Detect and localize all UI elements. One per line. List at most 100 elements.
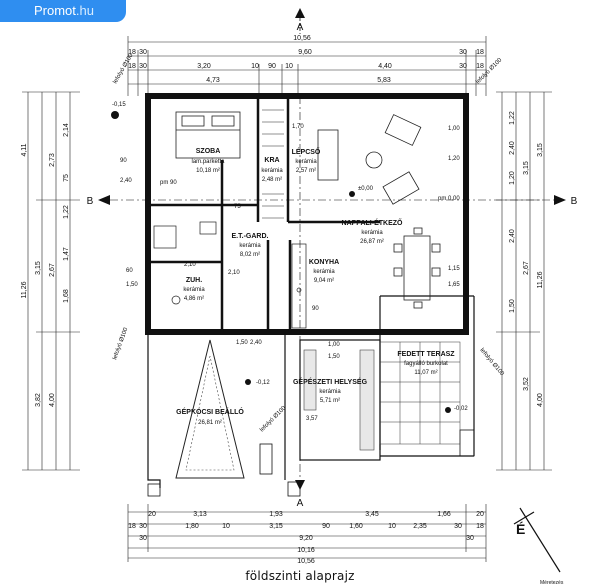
room-etgard: E.T.-GARD. kerámia 8,02 m² [232,233,269,258]
staircase [262,109,284,219]
dim-inner: 1,50 [126,282,138,288]
dim-right: 11,26 [537,271,544,288]
dim-right: 1,50 [509,299,516,313]
room-name: KRA [264,157,279,164]
dim-left: 1,68 [63,289,70,303]
room-name: KONYHA [309,259,339,266]
section-b-right-marker [554,195,566,205]
dim-top-1e: 18 [476,49,484,56]
dim-left: 75 [63,174,70,182]
terrace-paving [379,341,461,445]
dim-inner: 60 [126,268,133,274]
room-area: 26,81 m² [198,420,222,426]
dim-bottom: 10,56 [297,558,315,565]
dim-bottom: 30 [466,535,474,542]
dim-right: 1,20 [509,171,516,185]
room-fedett: FEDETT TERASZ fagyálló burkolat 11,07 m² [397,351,455,376]
dim-bottom: 90 [322,523,330,530]
dim-top-3a: 4,73 [206,77,220,84]
dim-top-1a: 18 [128,49,136,56]
dim-inner: 1,20 [448,156,460,162]
dim-bottom: 2,35 [413,523,427,530]
room-lepcso: LÉPCSŐ kerámia 2,57 m² [292,147,321,174]
dim-top-1b: 30 [139,49,147,56]
room-kra: KRA kerámia 2,48 m² [261,157,283,183]
dim-left: 2,73 [49,153,56,167]
room-szoba: SZOBA lam.parketta 10,18 m² [191,148,225,174]
dim-inner: 1,70 [292,124,304,130]
bottom-dimension-lines [127,504,487,562]
room-floor: kerámia [319,389,341,395]
dim-right: 2,40 [509,141,516,155]
dim-left: 11,26 [21,281,28,298]
left-dimension-lines [22,91,80,471]
dim-left: 3,15 [35,261,42,275]
level-entry: -0,15 [112,102,126,108]
dim-bottom: 10 [388,523,396,530]
room-area: 26,87 m² [360,239,384,245]
level-markers [111,111,451,413]
site-watermark-badge: Promot.hu [0,0,126,22]
dim-inner: 2,40 [250,340,262,346]
drain-note: lefolyó Ø100 [112,326,129,360]
dim-bottom: 10,16 [297,547,315,554]
drain-note: lefolyó Ø100 [475,57,504,86]
room-area: 2,57 m² [296,168,316,174]
room-konyha: KONYHA kerámia 9,04 m² [309,259,339,284]
dim-bottom: 3,13 [193,511,207,518]
north-arrow-icon [513,507,561,573]
dim-left: 2,67 [49,263,56,277]
room-name: E.T.-GARD. [232,233,269,240]
windows [147,95,467,310]
room-area: 9,04 m² [314,278,334,284]
dim-top-2a: 18 [128,63,136,70]
drawing-caption: földszinti alaprajz [245,569,355,583]
inner-dimensions: 90 2,40 1,70 1,00 1,50 2,10 60 1,50 90 3… [120,124,460,422]
level-zero: ±0,00 [358,186,374,192]
dim-left: 3,82 [35,393,42,407]
room-name: ZUH. [186,277,202,284]
drain-note: lefolyó Ø100 [259,405,288,434]
dim-inner: 1,00 [448,126,460,132]
dim-bottom: 3,15 [269,523,283,530]
dim-inner: 2,10 [228,270,240,276]
level-terrace: -0,02 [454,406,468,412]
dim-top-1d: 30 [459,49,467,56]
dim-bottom: 18 [476,523,484,530]
watermark-brand: Promot [34,3,76,18]
dim-bottom: 1,80 [185,523,199,530]
level-garage: -0,12 [256,380,270,386]
dim-inner: 75 [234,204,241,210]
dim-bottom: 18 [128,523,136,530]
room-floor: lam.parketta [191,159,225,165]
dim-right: 3,52 [523,377,530,391]
dim-inner: 2,40 [120,178,132,184]
dim-inner: 1,65 [448,282,460,288]
dim-inner: 90 [120,158,127,164]
dim-top-2h: 30 [459,63,467,70]
dim-inner: 1,50 [328,354,340,360]
room-area: 8,02 m² [240,252,260,258]
room-floor: kerámia [361,230,383,236]
room-floor: fagyálló burkolat [404,361,448,367]
exterior-walls [145,93,469,335]
dim-right: 2,40 [509,229,516,243]
section-b-left-marker [98,195,110,205]
dim-inner: 2,10 [184,262,196,268]
dim-inner: 1,00 [328,342,340,348]
garage-paving-triangle [175,339,245,479]
dim-bottom: 9,20 [299,535,313,542]
dim-inner: 3,57 [306,416,318,422]
section-b-right-label: B [571,196,578,207]
dim-top-2b: 30 [139,63,147,70]
dim-inner: 1,50 [236,340,248,346]
dim-left: 4,11 [21,143,28,156]
dim-top-2i: 18 [476,63,484,70]
dim-inner: pm 0,00 [438,196,460,202]
dim-top-2f: 10 [285,63,293,70]
room-nappali: NAPPALI-ÉTKEZŐ kerámia 26,87 m² [342,218,403,245]
top-dimension-lines [127,36,487,96]
dim-inner: 90 [312,306,319,312]
room-name: FEDETT TERASZ [397,351,455,358]
